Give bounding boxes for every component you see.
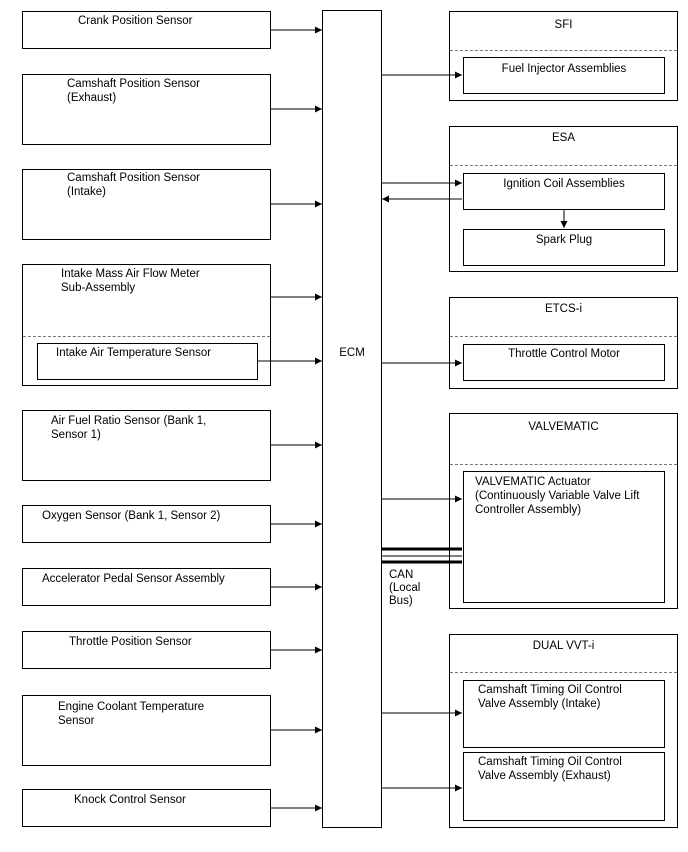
input-air-fuel-ratio-sensor: Air Fuel Ratio Sensor (Bank 1, Sensor 1) <box>22 410 271 481</box>
output-group-title: DUAL VVT-i <box>532 640 595 652</box>
separator <box>450 672 677 673</box>
input-crank-position-sensor: Crank Position Sensor <box>22 11 271 49</box>
output-throttle-control-motor: Throttle Control Motor <box>463 344 665 381</box>
ecm-block: ECM <box>322 10 382 828</box>
output-item-label: Camshaft Timing Oil Control Valve Assemb… <box>478 684 622 710</box>
input-oxygen-sensor: Oxygen Sensor (Bank 1, Sensor 2) <box>22 505 271 543</box>
input-intake-mass-air-flow-meter: Intake Mass Air Flow Meter Sub-Assembly … <box>22 264 271 386</box>
input-label: Camshaft Position Sensor (Exhaust) <box>67 78 200 104</box>
output-group-etcs-i: ETCS-i Throttle Control Motor <box>449 297 678 389</box>
separator <box>450 464 677 465</box>
output-item-label: VALVEMATIC Actuator (Continuously Variab… <box>475 476 640 516</box>
separator <box>450 336 677 337</box>
output-camshaft-timing-ocv-exhaust: Camshaft Timing Oil Control Valve Assemb… <box>463 752 665 821</box>
output-item-label: Spark Plug <box>535 234 593 246</box>
output-group-esa: ESA Ignition Coil Assemblies Spark Plug <box>449 126 678 272</box>
input-knock-control-sensor: Knock Control Sensor <box>22 789 271 827</box>
input-label: Oxygen Sensor (Bank 1, Sensor 2) <box>42 510 221 522</box>
output-group-title: ESA <box>551 132 575 144</box>
output-group-sfi: SFI Fuel Injector Assemblies <box>449 11 678 101</box>
output-group-valvematic: VALVEMATIC VALVEMATIC Actuator (Continuo… <box>449 413 678 609</box>
output-item-label: Fuel Injector Assemblies <box>501 63 627 75</box>
separator <box>23 336 270 337</box>
input-label: Engine Coolant Temperature Sensor <box>58 701 205 727</box>
input-label: Intake Mass Air Flow Meter Sub-Assembly <box>61 268 200 294</box>
can-bus-lines <box>382 547 462 564</box>
output-camshaft-timing-ocv-intake: Camshaft Timing Oil Control Valve Assemb… <box>463 680 665 748</box>
input-label: Crank Position Sensor <box>78 15 193 27</box>
input-label: Accelerator Pedal Sensor Assembly <box>42 573 225 585</box>
output-group-dual-vvt-i: DUAL VVT-i Camshaft Timing Oil Control V… <box>449 634 678 828</box>
output-item-label: Ignition Coil Assemblies <box>503 178 625 190</box>
output-valvematic-actuator: VALVEMATIC Actuator (Continuously Variab… <box>463 471 665 603</box>
output-spark-plug: Spark Plug <box>463 229 665 266</box>
output-group-title: ETCS-i <box>544 303 583 315</box>
ecm-label: ECM <box>339 347 365 359</box>
output-fuel-injector-assemblies: Fuel Injector Assemblies <box>463 57 665 94</box>
input-label: Knock Control Sensor <box>74 794 186 806</box>
separator <box>450 50 677 51</box>
input-label: Throttle Position Sensor <box>69 636 192 648</box>
input-sub-label: Intake Air Temperature Sensor <box>56 347 212 359</box>
input-camshaft-position-sensor-exhaust: Camshaft Position Sensor (Exhaust) <box>22 74 271 145</box>
input-label: Camshaft Position Sensor (Intake) <box>67 172 200 198</box>
input-label: Air Fuel Ratio Sensor (Bank 1, Sensor 1) <box>51 415 207 441</box>
output-group-title: SFI <box>554 19 573 31</box>
input-camshaft-position-sensor-intake: Camshaft Position Sensor (Intake) <box>22 169 271 240</box>
output-item-label: Throttle Control Motor <box>508 348 620 360</box>
separator <box>450 165 677 166</box>
output-ignition-coil-assemblies: Ignition Coil Assemblies <box>463 173 665 210</box>
can-bus-label: CAN (Local Bus) <box>389 569 421 607</box>
output-item-label: Camshaft Timing Oil Control Valve Assemb… <box>478 756 622 782</box>
input-intake-air-temperature-sensor: Intake Air Temperature Sensor <box>37 343 258 380</box>
output-group-title: VALVEMATIC <box>528 421 599 433</box>
input-accelerator-pedal-sensor: Accelerator Pedal Sensor Assembly <box>22 568 271 606</box>
input-engine-coolant-temperature-sensor: Engine Coolant Temperature Sensor <box>22 695 271 766</box>
input-throttle-position-sensor: Throttle Position Sensor <box>22 631 271 669</box>
